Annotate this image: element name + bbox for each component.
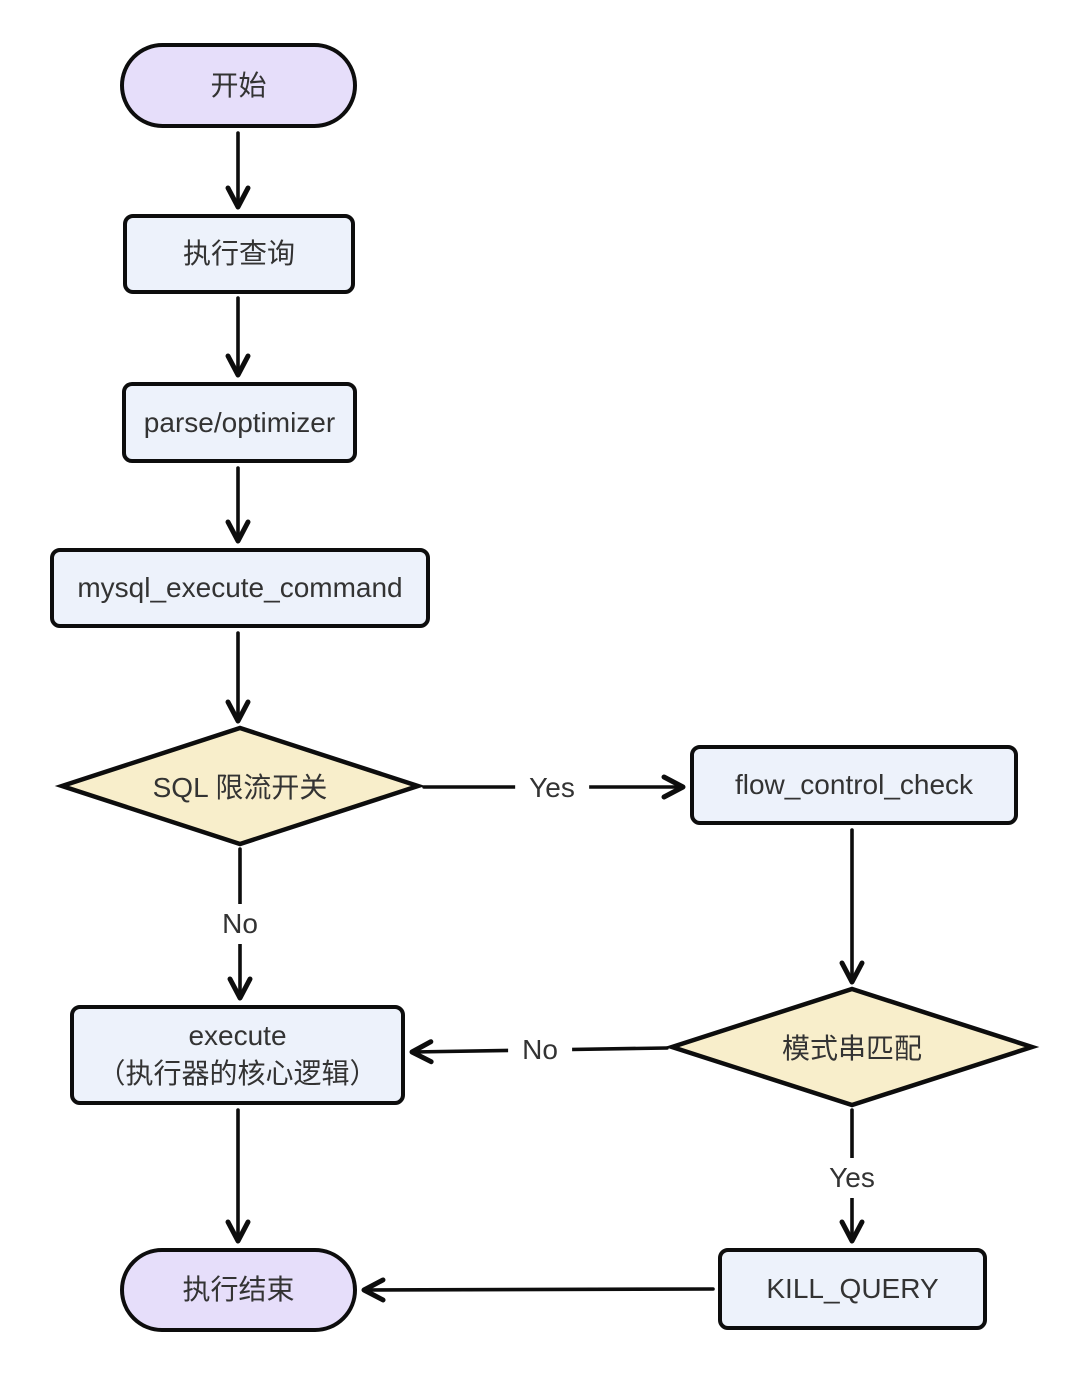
node-kill-query-label: KILL_QUERY	[766, 1273, 939, 1305]
node-parse-optimizer: parse/optimizer	[122, 382, 357, 463]
node-execute: execute （执行器的核心逻辑）	[70, 1005, 405, 1105]
edge-label-throttle-no: No	[208, 904, 272, 944]
edge-label-match-yes: Yes	[815, 1158, 889, 1198]
node-end: 执行结束	[120, 1248, 357, 1332]
node-start-label: 开始	[210, 69, 267, 101]
node-start: 开始	[120, 43, 357, 128]
node-exec-query: 执行查询	[123, 214, 355, 294]
edge-label-match-no: No	[508, 1030, 572, 1070]
node-kill-query: KILL_QUERY	[718, 1248, 987, 1330]
decision-sql-throttle-switch-shape	[54, 725, 426, 847]
node-end-label: 执行结束	[182, 1274, 295, 1306]
node-execute-sublabel: （执行器的核心逻辑）	[97, 1058, 378, 1089]
node-flow-control-check: flow_control_check	[690, 745, 1018, 825]
node-flow-control-check-label: flow_control_check	[734, 769, 974, 801]
decision-pattern-match-shape	[664, 986, 1040, 1108]
node-mysql-execute-command: mysql_execute_command	[50, 548, 430, 628]
arrow-kill-query-to-end	[361, 1277, 715, 1303]
node-execute-label: execute	[188, 1020, 287, 1052]
edge-label-throttle-yes: Yes	[515, 768, 589, 808]
node-mysql-execute-command-label: mysql_execute_command	[77, 572, 403, 604]
node-parse-optimizer-label: parse/optimizer	[143, 406, 336, 438]
node-exec-query-label: 执行查询	[182, 238, 295, 270]
